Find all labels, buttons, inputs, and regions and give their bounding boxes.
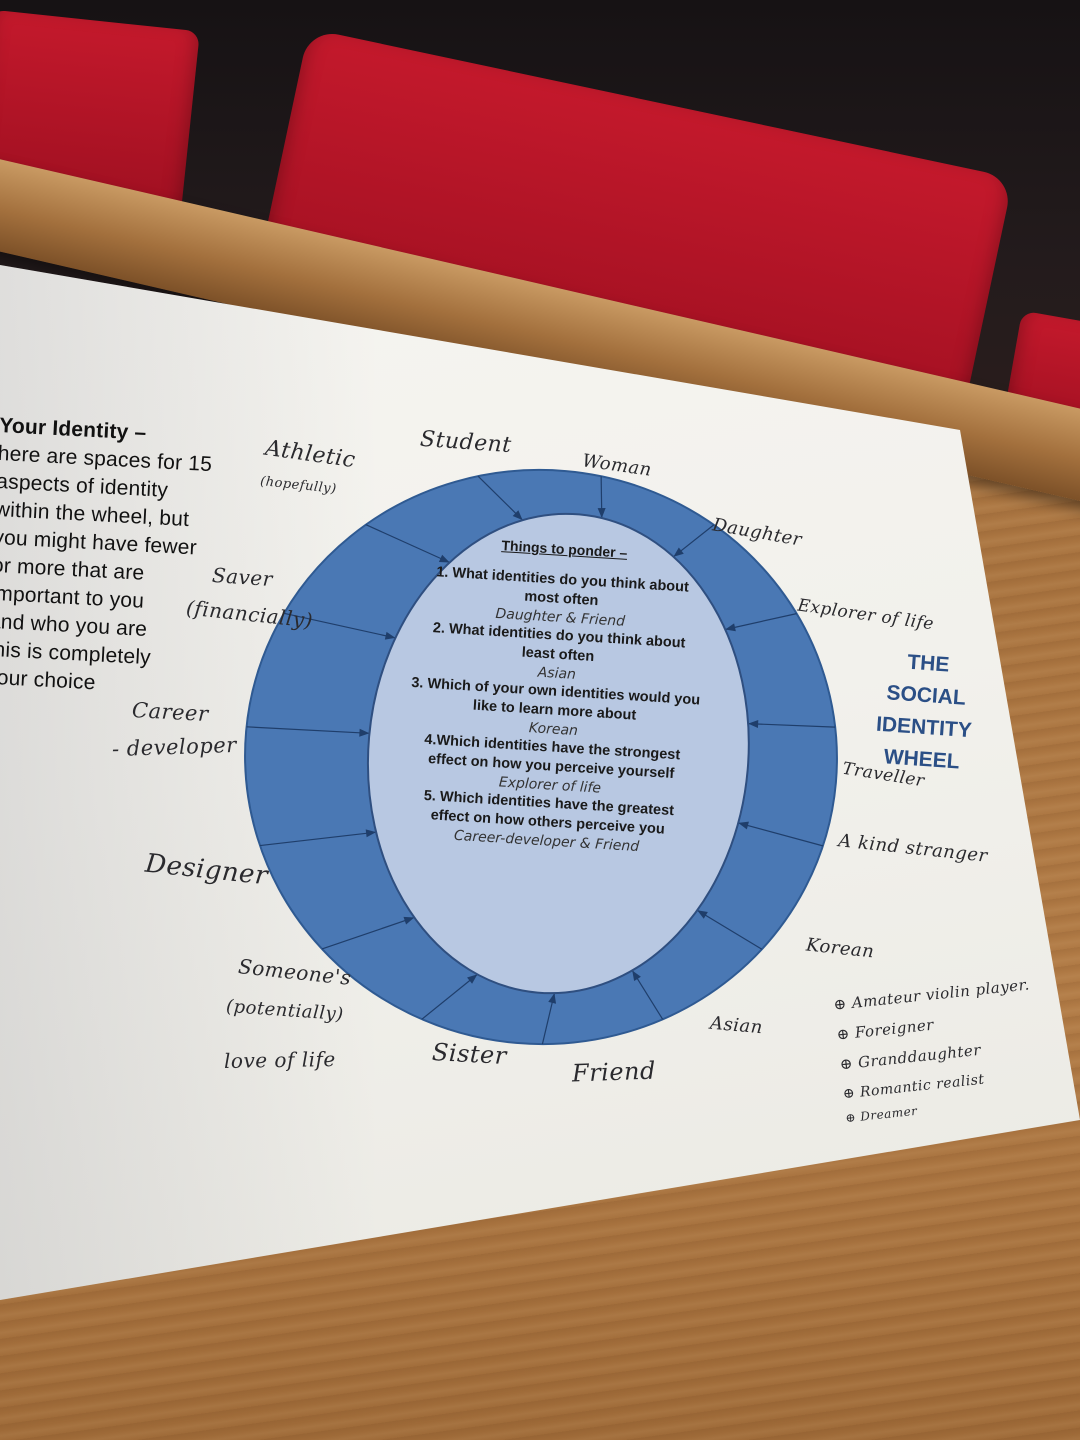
spoke-arrowhead xyxy=(673,547,684,557)
spoke-arrowhead xyxy=(365,829,377,838)
spoke-arrowhead xyxy=(597,508,606,519)
spoke-arrowhead xyxy=(697,910,708,919)
spoke-arrowhead xyxy=(438,554,450,563)
wheel-inner-circle xyxy=(366,512,750,995)
wheel-spoke xyxy=(321,916,415,950)
wheel-spoke xyxy=(259,831,377,847)
identity-saver-line1: Saver xyxy=(211,562,274,592)
spoke-arrowhead xyxy=(467,974,478,984)
ponder-panel: Things to ponder – 1. What identities do… xyxy=(401,531,709,859)
wheel-spoke xyxy=(477,475,524,521)
identity-asian: Asian xyxy=(709,1012,764,1039)
identity-sister: Sister xyxy=(431,1038,508,1070)
spoke-arrowhead xyxy=(359,728,370,737)
wheel-spoke xyxy=(421,973,478,1020)
wheel-spoke xyxy=(748,723,836,728)
spoke-arrowhead xyxy=(725,623,736,632)
spoke-arrowhead xyxy=(748,720,759,729)
identity-friend: Friend xyxy=(571,1056,657,1088)
spoke-arrowhead xyxy=(738,821,749,830)
spoke-arrowhead xyxy=(403,916,415,925)
wheel-spoke xyxy=(246,726,370,734)
identity-career-line2: - developer xyxy=(111,732,238,762)
spoke-arrowhead xyxy=(548,993,557,1004)
spoke-arrowhead xyxy=(512,510,523,521)
identity-career-line1: Career xyxy=(131,698,210,726)
extra-identity-label: Romantic realist xyxy=(859,1071,986,1101)
intro-text: Your Identity – here are spaces for 15 a… xyxy=(0,412,260,705)
wheel-title: THE SOCIAL IDENTITY WHEEL xyxy=(851,643,1000,780)
wheel-spoke xyxy=(283,612,396,639)
extra-identities-list: ⊕ Amateur violin player. ⊕ Foreigner ⊕ G… xyxy=(832,969,1043,1127)
identity-someone-line3: love of life xyxy=(223,1047,336,1073)
wheel-spokes xyxy=(246,475,836,1045)
wheel-spoke xyxy=(365,524,450,564)
spoke-arrowhead xyxy=(632,970,641,982)
wheel-spoke xyxy=(725,613,797,631)
wheel-spoke xyxy=(696,909,763,950)
wheel-spoke xyxy=(738,822,824,847)
spoke-arrowhead xyxy=(384,631,396,640)
extra-identity-label: Foreigner xyxy=(854,1015,935,1042)
